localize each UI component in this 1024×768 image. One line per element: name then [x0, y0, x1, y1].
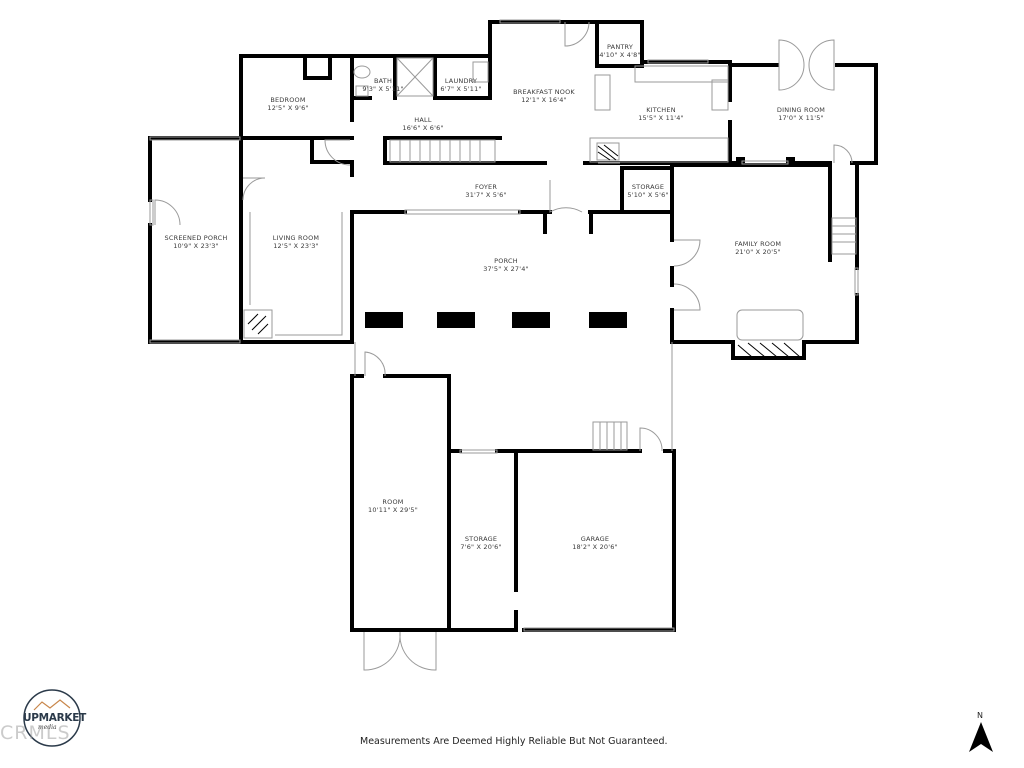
room-dimensions: 18'2" X 20'6"	[572, 543, 618, 551]
room-name: PORCH	[494, 257, 518, 265]
room-name: BREAKFAST NOOK	[513, 88, 575, 96]
room-dimensions: 4'10" X 4'8"	[599, 51, 641, 59]
room-name: FOYER	[474, 183, 498, 191]
room-dimensions: 16'6" X 6'6"	[402, 124, 444, 132]
room-dimensions: 6'7" X 5'11"	[440, 85, 482, 93]
thin-walls-and-fixtures	[149, 19, 859, 671]
room-name: SCREENED PORCH	[164, 234, 228, 242]
room-name: DINING ROOM	[776, 106, 826, 114]
room-dimensions: 15'5" X 11'4"	[638, 114, 684, 122]
room-dimensions: 37'5" X 27'4"	[483, 265, 529, 273]
disclaimer-text: Measurements Are Deemed Highly Reliable …	[360, 736, 668, 747]
room-dimensions: 9'3" X 5'11"	[362, 85, 404, 93]
walls	[148, 20, 878, 632]
room-name: HALL	[414, 116, 432, 124]
room-name: PANTRY	[606, 43, 634, 51]
room-dimensions: 17'0" X 11'5"	[778, 114, 824, 122]
logo-subtext: media	[38, 724, 57, 731]
room-name: BATH	[373, 77, 393, 85]
room-dimensions: 12'5" X 9'6"	[267, 104, 309, 112]
room-dimensions: 10'11" X 29'5"	[368, 506, 418, 514]
fireplace-hatches	[247, 144, 801, 358]
room-dimensions: 7'6" X 20'6"	[460, 543, 502, 551]
logo-badge-icon	[23, 689, 81, 747]
room-dimensions: 10'9" X 23'3"	[173, 242, 219, 250]
room-name: STORAGE	[631, 183, 665, 191]
room-name: ROOM	[382, 498, 404, 506]
room-name: FAMILY ROOM	[734, 240, 782, 248]
room-name: KITCHEN	[646, 106, 676, 114]
north-arrow-icon	[969, 722, 993, 752]
room-dimensions: 31'7" X 5'6"	[465, 191, 507, 199]
room-name: BEDROOM	[270, 96, 306, 104]
room-dimensions: 12'1" X 16'4"	[521, 96, 567, 104]
room-name: LAUNDRY	[444, 77, 478, 85]
watermark: CRMLS	[0, 722, 71, 744]
room-dimensions: 12'5" X 23'3"	[273, 242, 319, 250]
compass-label: N	[977, 711, 983, 720]
logo-text: UPMARKET	[23, 712, 86, 724]
room-name: LIVING ROOM	[272, 234, 320, 242]
porch-beams	[365, 157, 795, 328]
room-name: GARAGE	[580, 535, 610, 543]
room-dimensions: 5'10" X 5'6"	[627, 191, 669, 199]
upmarket-logo	[20, 686, 84, 750]
room-dimensions: 21'0" X 20'5"	[735, 248, 781, 256]
room-name: STORAGE	[464, 535, 498, 543]
